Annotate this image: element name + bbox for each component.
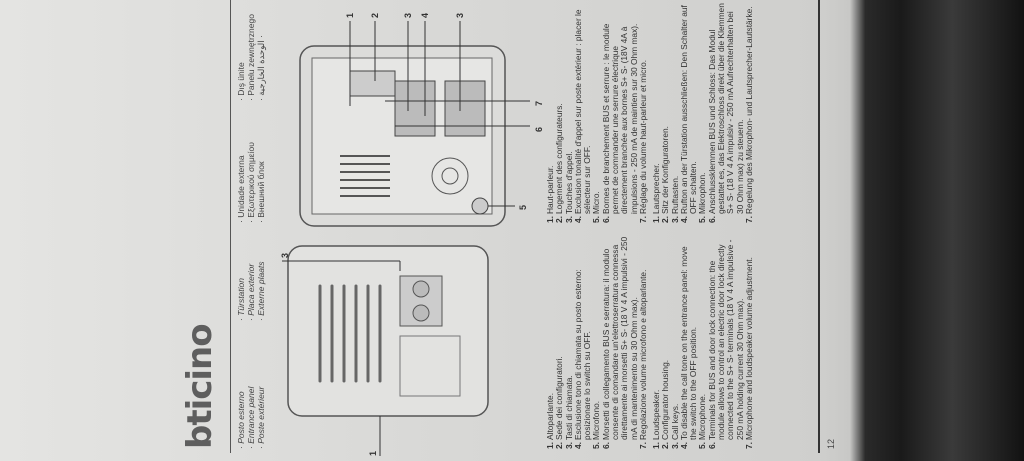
item-number: 5.: [697, 442, 708, 449]
item-text: Regolazione volume microfono e altoparla…: [637, 269, 648, 440]
list-item: 6. Morsetti di collegamento BUS e serratu…: [600, 234, 639, 449]
list-item: 4. Esclusione tono di chiamata su posto e…: [572, 234, 593, 449]
label-1: 1: [345, 13, 355, 18]
list-item: 7. Regolazione volume microfono e altopar…: [637, 234, 648, 449]
item-number: 4.: [572, 216, 583, 223]
header-item: · Εξωτερικού σημείου: [246, 142, 256, 223]
header-col-1: · Posto esterno · Entrance panel · Poste…: [236, 387, 266, 449]
header-item: · Posto esterno: [236, 391, 246, 449]
header-item: · Türstation: [236, 278, 246, 321]
top-rule: [230, 0, 231, 453]
item-text: To disable the call tone on the entrance…: [678, 246, 699, 440]
item-text: Microphone and loudspeaker volume adjust…: [743, 257, 754, 440]
item-number: 5.: [591, 442, 602, 449]
header-item: · Placa exterior: [246, 263, 256, 321]
item-number: 2.: [554, 216, 565, 223]
header-item: · Dış ünite: [236, 62, 246, 101]
item-text: Rufton an der Türstation ausschließen: D…: [678, 5, 699, 214]
item-text: Esclusione tono di chiamata su posto est…: [572, 269, 593, 440]
header-item: · Entrance panel: [246, 386, 256, 449]
header-col-4: · Dış ünite · Panelu zewnętrznego · الوح…: [236, 14, 266, 101]
header-item: · Poste extérieur: [256, 386, 266, 449]
bticino-logo: bticino: [180, 324, 220, 449]
label-7: 7: [534, 101, 544, 106]
item-number: 5.: [591, 216, 602, 223]
label-3: 3: [403, 13, 413, 18]
list-italian: 1.Altoparlante.2.Sede dei configuratori.…: [545, 234, 648, 449]
list-item: 7. Réglage du volume haut-parleur et micr…: [637, 3, 648, 223]
item-number: 4.: [678, 216, 689, 223]
manual-page: bticino · Posto esterno · Entrance panel…: [180, 0, 836, 456]
item-number: 4.: [678, 442, 689, 449]
page-number: 12: [826, 438, 836, 449]
header-item: · Внешний блок: [256, 161, 266, 223]
label-5: 5: [518, 205, 528, 210]
item-number: 7.: [743, 216, 754, 223]
item-text: Bornes de branchement BUS et serrure : l…: [600, 23, 639, 214]
header-col-2: · Türstation · Placa exterior · Externe …: [236, 261, 266, 321]
list-item: 6. Anschlussklemmen BUS und Schloss: Das …: [706, 3, 745, 223]
list-item: 7. Regelung des Mikrophon- und Lautsprech…: [743, 3, 754, 223]
item-text: Terminals for BUS and door lock connecti…: [706, 239, 745, 440]
item-number: 6.: [706, 442, 717, 449]
item-number: 7.: [637, 216, 648, 223]
list-item: 6. Terminals for BUS and door lock connec…: [706, 234, 745, 449]
item-number: 5.: [697, 216, 708, 223]
label-2: 2: [370, 13, 380, 18]
item-text: Anschlussklemmen BUS und Schloss: Das Mo…: [706, 3, 745, 214]
list-item: 4. To disable the call tone on the entran…: [678, 234, 699, 449]
rear-module-diagram: 1 2 3 4 3 5 6 7: [299, 13, 544, 227]
list-item: 4. Rufton an der Türstation ausschließen:…: [678, 3, 699, 223]
item-text: Exclusion tonalité d'appel sur poste ext…: [572, 9, 593, 214]
label-1: 1: [368, 451, 378, 456]
item-number: 6.: [600, 442, 611, 449]
header-item: · Panelu zewnętrznego: [246, 14, 256, 101]
label-4: 4: [420, 13, 430, 18]
header-item: · الوحدة الخارجية ·: [256, 35, 266, 101]
item-text: Regelung des Mikrophon- und Lautsprecher…: [743, 6, 754, 214]
label-6: 6: [534, 127, 544, 132]
label-3: 3: [280, 253, 290, 258]
item-text: Réglage du volume haut-parleur et micro.: [637, 59, 648, 214]
item-number: 6.: [706, 216, 717, 223]
item-number: 2.: [554, 442, 565, 449]
item-number: 2.: [660, 442, 671, 449]
header-col-3: · Unidade externa · Εξωτερικού σημείου ·…: [236, 142, 266, 223]
list-item: 6. Bornes de branchement BUS et serrure :…: [600, 3, 639, 223]
list-french: 1.Haut-parleur.2.Logement des configurat…: [545, 3, 648, 223]
list-item: 7. Microphone and loudspeaker volume adju…: [743, 234, 754, 449]
item-number: 7.: [637, 442, 648, 449]
item-number: 7.: [743, 442, 754, 449]
header-item: · Externe plaats: [256, 261, 266, 321]
item-number: 2.: [660, 216, 671, 223]
item-number: 4.: [572, 442, 583, 449]
item-number: 6.: [600, 216, 611, 223]
bottom-rule: [818, 0, 820, 453]
list-english: 1.Loudspeaker.2.Configurator housing.3.C…: [651, 234, 754, 449]
list-german: 1.Lautsprecher.2.Sitz der Konfiguratoren…: [651, 3, 754, 223]
list-item: 4. Exclusion tonalité d'appel sur poste e…: [572, 3, 593, 223]
front-panel-diagram: 1 3: [280, 245, 489, 456]
label-3: 3: [455, 13, 465, 18]
item-text: Morsetti di collegamento BUS e serratura…: [600, 236, 639, 440]
header-item: · Unidade externa: [236, 155, 246, 223]
